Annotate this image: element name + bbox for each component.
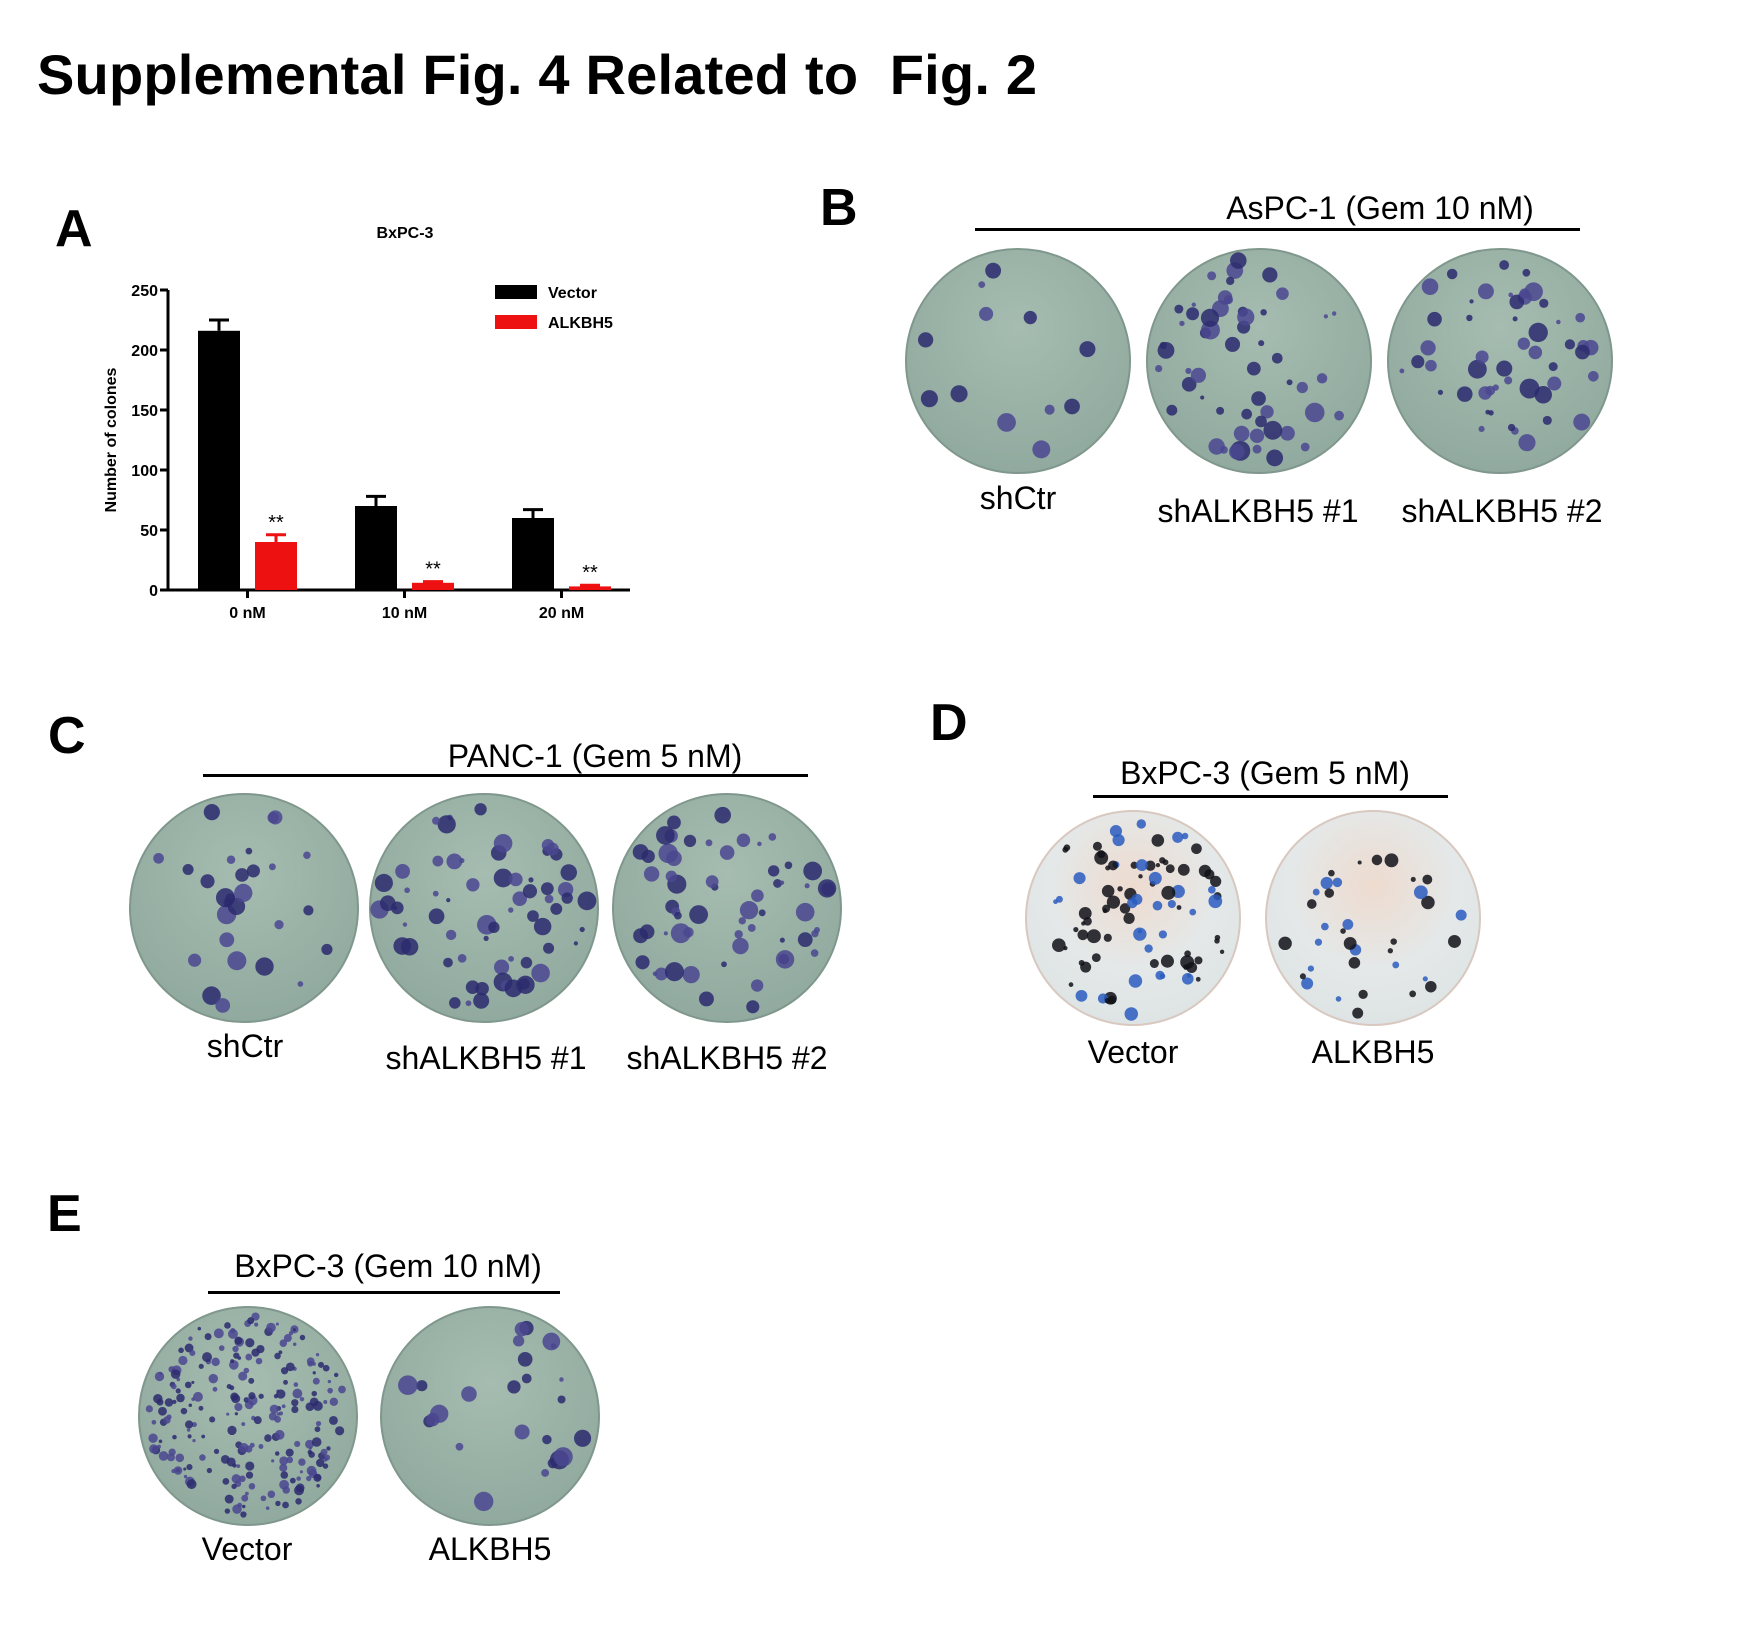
panel-e-letter: E [47,1185,82,1243]
plate-c-shctr [129,793,359,1023]
y-tick-label: 200 [131,343,158,360]
plate-d-alkbh5 [1265,810,1481,1026]
significance-mark: ** [425,559,441,581]
plate-b-shctr [905,248,1131,474]
plate-b-shalkbh5-2 [1387,248,1613,474]
plate-e-alkbh5 [380,1306,600,1526]
plate-d-vector [1025,810,1241,1026]
y-tick-label: 150 [131,403,158,420]
bar-vector-1 [355,506,397,590]
plate-b-shalkbh5-1 [1146,248,1372,474]
panel-c-letter: C [48,707,86,765]
x-tick-label: 20 nM [539,605,584,622]
bar-vector-2 [512,518,554,590]
figure-title: Supplemental Fig. 4 Related to Fig. 2 [37,43,1038,106]
legend-swatch-vector [495,285,537,299]
y-axis-label: Number of colones [103,367,120,512]
panel-d-plate-label-1: Vector [1087,1034,1179,1070]
panel-b-letter: B [820,179,858,237]
legend-swatch-alkbh5 [495,315,537,329]
y-tick-label: 100 [131,463,158,480]
bar-vector-0 [198,330,240,590]
panel-b-plate-label-3: shALKBH5 #2 [1401,493,1603,529]
legend-label-vector: Vector [548,285,597,302]
bar-alkbh5-1 [412,582,454,590]
y-tick-label: 0 [149,583,158,600]
panel-a-letter: A [55,200,93,258]
panel-e-condition: BxPC-3 (Gem 10 nM) [234,1248,542,1284]
significance-mark: ** [582,562,598,584]
panel-c-divider [203,774,808,777]
panel-d-letter: D [930,694,968,752]
panel-e-plate-label-1: Vector [201,1531,293,1567]
plate-c-shalkbh5-2 [612,793,842,1023]
bar-alkbh5-2 [569,586,611,590]
x-tick-label: 0 nM [229,605,265,622]
panel-c-plate-label-1: shCtr [206,1028,284,1064]
bar-alkbh5-0 [255,542,297,590]
significance-mark: ** [268,512,284,534]
plate-c-shalkbh5-1 [369,793,599,1023]
panel-d-divider [1093,795,1448,798]
panel-e-plate-label-2: ALKBH5 [428,1531,552,1567]
panel-b-plate-label-2: shALKBH5 #1 [1157,493,1359,529]
panel-b-plate-label-1: shCtr [979,480,1057,516]
panel-c-plate-label-2: shALKBH5 #1 [385,1040,587,1076]
panel-d-plate-label-2: ALKBH5 [1311,1034,1435,1070]
panel-b-condition: AsPC-1 (Gem 10 nM) [1226,190,1534,226]
plate-e-vector [138,1306,358,1526]
legend-label-alkbh5: ALKBH5 [548,315,613,332]
panel-c-plate-label-3: shALKBH5 #2 [626,1040,828,1076]
panel-e-divider [208,1291,560,1294]
y-tick-label: 50 [140,523,158,540]
y-tick-label: 250 [131,283,158,300]
panel-c-condition: PANC-1 (Gem 5 nM) [447,738,743,774]
x-tick-label: 10 nM [382,605,427,622]
panel-b-divider [975,228,1580,231]
panel-d-condition: BxPC-3 (Gem 5 nM) [1120,755,1410,791]
chart-title: BxPC-3 [377,225,434,242]
